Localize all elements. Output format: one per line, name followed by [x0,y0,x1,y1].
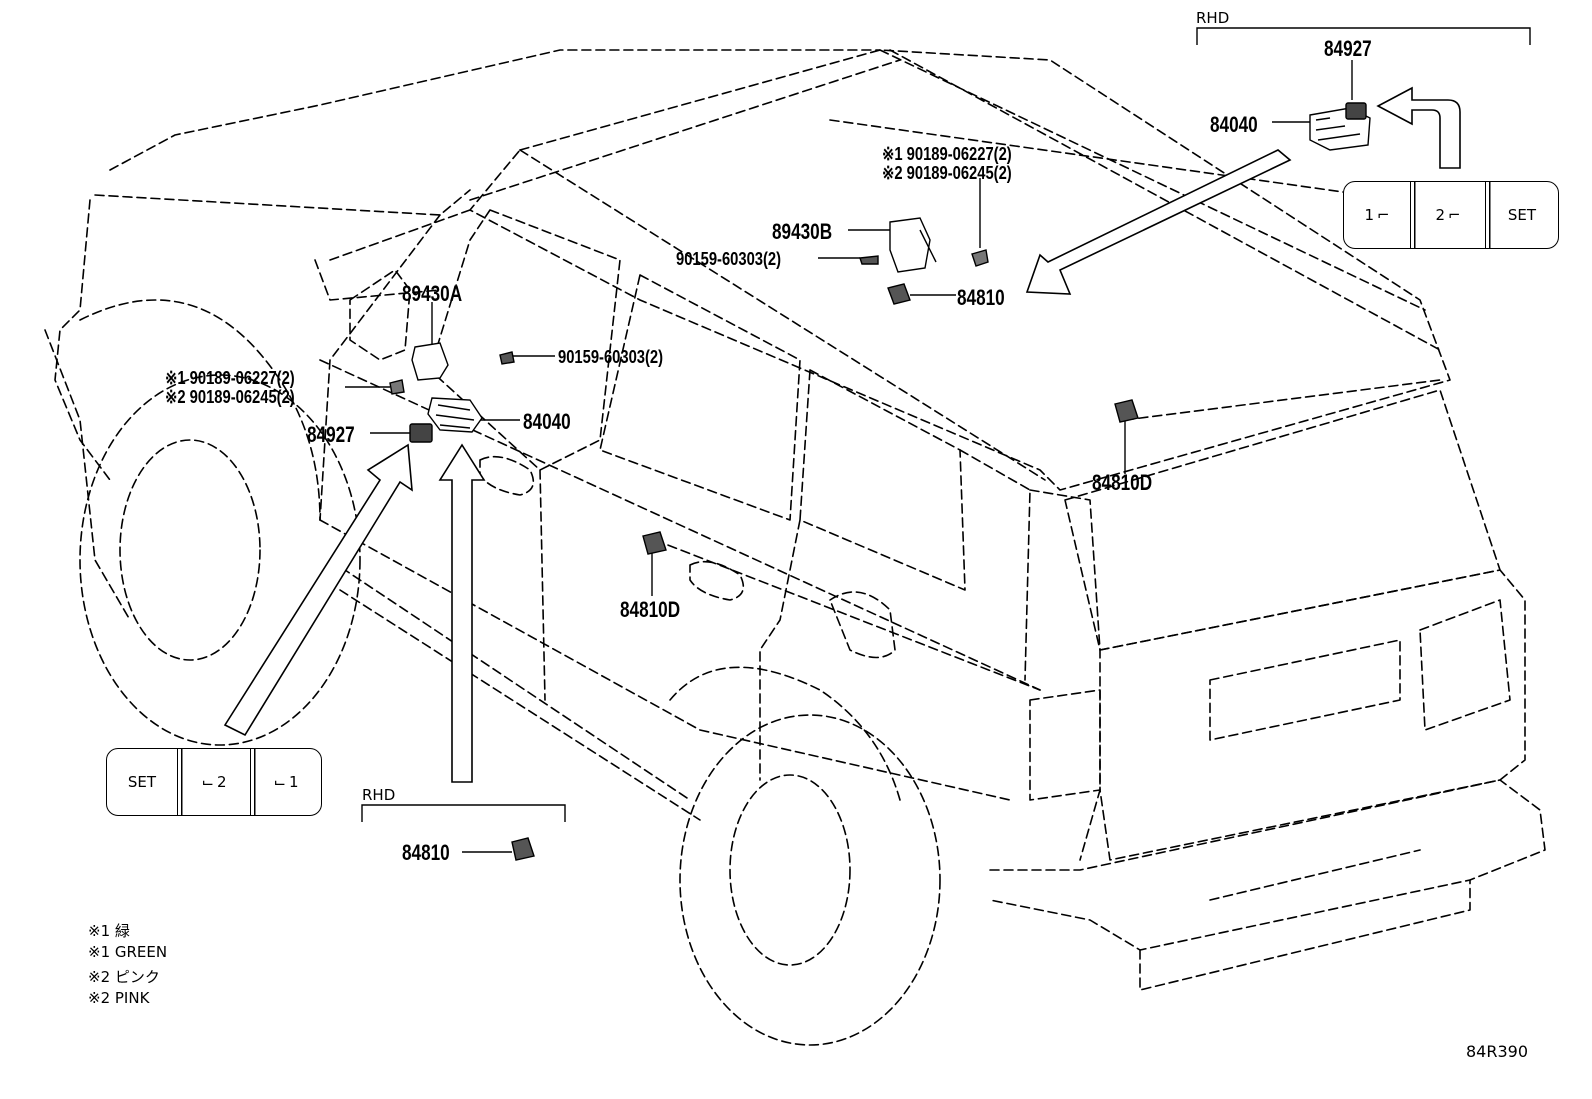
rear-bumper [989,779,1546,951]
sensor-89430a [411,342,449,381]
rear-door-rear-edge [759,519,801,781]
rocker [329,559,691,801]
hood-front [94,189,471,216]
legend-line-1: ※1 緑 [88,922,130,940]
rhd-label-top: RHD [1196,9,1230,27]
rear-bumper-lower [1139,879,1471,991]
part-number-84927-rhd: 84927 [1324,36,1372,61]
connector-84810-rhd [511,837,535,861]
mirror-base [314,259,441,301]
rear-door-handle [689,560,745,601]
rhd-bracket-top [1196,27,1531,45]
side-mirror [349,269,411,361]
sensor-89430b [889,217,931,273]
bolt-note-2-right: ※2 90189-06245(2) [882,163,1012,183]
legend-line-2: ※1 GREEN [88,943,168,961]
part-number-84810-right: 84810 [957,285,1005,310]
roof-outline [469,49,1451,491]
part-number-90159-right: 90159-60303(2) [676,249,782,269]
screw-right [859,255,879,265]
rocker-lower [339,589,701,821]
rear-quarter [1029,489,1101,861]
part-number-89430b: 89430B [772,219,833,244]
rear-window [1064,389,1501,651]
license-plate [1209,639,1401,741]
bolt-note-1-right: ※1 90189-06227(2) [882,144,1012,164]
seat-icon: ⌐ [1376,206,1390,224]
front-wheel-arch [79,299,321,521]
roof-rack-right [889,49,1441,351]
c-pillar [959,449,1031,681]
side-window-rear [799,369,966,591]
legend-line-3: ※2 ピンク [88,968,160,986]
part-number-84927-left: 84927 [307,422,355,447]
seat-icon: ⌐ [1447,206,1461,224]
rear-step [1209,849,1421,901]
memory-set-key: SET [127,773,157,791]
roof-inner-line [519,149,1046,481]
front-bumper [44,329,131,621]
connector-84810d-rear [1114,399,1139,423]
part-number-84040-rhd: 84040 [1210,112,1258,137]
rear-lamp-right [1419,599,1511,731]
rear-wheel-inner [729,774,851,966]
legend-line-4: ※2 PINK [88,989,150,1007]
bolt-note-2-left: ※2 90189-06245(2) [165,387,295,407]
rear-wheel-arch [669,666,901,801]
rear-lamp-left [1029,689,1101,801]
clip-left [389,379,405,395]
seat-memory-switch-right: 1⌐ 2⌐ SET [1343,181,1559,249]
side-window-mid [599,274,801,521]
part-number-90159-left: 90159-60303(2) [558,347,664,367]
hood-fender [54,199,111,481]
clip-right [971,249,989,267]
seat-icon: ⌙ [201,773,215,791]
rear-hatch-outline [1099,569,1526,861]
arrow-up-center [438,443,486,783]
screw-left [499,351,515,365]
part-number-84810d-rear: 84810D [1092,470,1153,495]
memory-2-key: ⌙2 [177,749,250,815]
memory-set-key: SET [1485,182,1558,248]
front-wheel-outer [79,374,361,746]
seat-memory-switch-left: SET ⌙2 ⌙1 [106,748,322,816]
hood-outline [109,49,881,171]
connector-84927-right [1345,102,1367,120]
rear-wheel-outer [679,714,941,1046]
mirror-stem [329,209,471,261]
arrow-diag-right [1025,149,1292,295]
part-number-84810-rhd: 84810 [402,840,450,865]
rhd-bracket-bottom [361,804,566,822]
leader-dash-84810d-rear [1124,379,1441,421]
part-number-84810d-door: 84810D [620,597,681,622]
seat-icon: ⌙ [273,773,287,791]
leader-dash-84810d-door [654,539,1041,691]
rhd-label-bottom: RHD [362,786,396,804]
connector-84927-left [409,423,433,443]
front-door-handle [479,455,535,496]
roof-rack-left [469,59,901,201]
arrow-up-left [223,443,413,737]
connector-84810-right [887,283,911,305]
leader-dash-top [829,119,1401,201]
part-number-84040-left: 84040 [523,409,571,434]
belt-line [319,359,1041,691]
front-door-rear-edge [539,469,546,701]
connector-84810d-door [642,531,667,555]
fuel-door [829,591,896,659]
front-wheel-inner [119,439,261,661]
roof-edge [879,49,1426,311]
body-side-line [319,519,1011,801]
diagram-code: 84R390 [1466,1042,1529,1061]
a-pillar [319,214,441,521]
memory-2-key: 2⌐ [1410,182,1485,248]
switch-module-left [427,397,483,433]
memory-1-key: 1⌐ [1364,206,1390,224]
memory-1-key: ⌙1 [250,749,321,815]
bolt-note-1-left: ※1 90189-06227(2) [165,368,295,388]
arrow-bent-right [1376,86,1461,169]
part-number-89430a: 89430A [402,281,463,306]
